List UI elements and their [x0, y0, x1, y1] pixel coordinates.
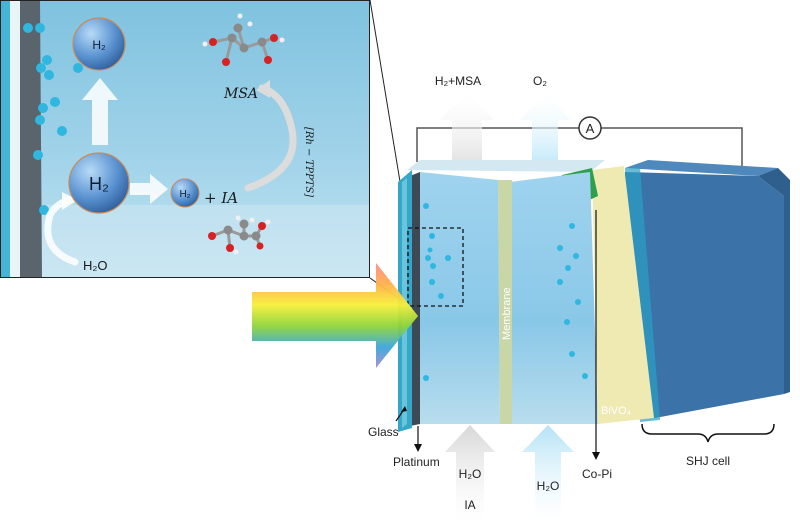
inset-lower-shade: [0, 205, 370, 278]
platinum-label: Platinum: [393, 455, 440, 469]
shj-label: SHJ cell: [686, 454, 730, 468]
platinum-leader-head: [414, 444, 422, 452]
h2-bubble-small-label: H₂: [179, 189, 190, 200]
light-arrow: [252, 263, 418, 368]
cell-top-face: [407, 160, 605, 172]
inlet-label-h2o-left: H₂O: [459, 467, 482, 481]
plus-ia-label: + IA: [204, 189, 238, 207]
electrolyte-left: [420, 172, 500, 424]
inlet-label-ia: IA: [464, 498, 475, 512]
shj-bracket: [642, 424, 774, 442]
ammeter-label: A: [586, 121, 595, 136]
outlet-arrow-h2-msa: [440, 92, 494, 160]
bivo4-label: BiVO₄: [601, 405, 632, 417]
membrane-label: Membrane: [501, 287, 513, 340]
copi-leader-head: [592, 452, 600, 460]
glass-label: Glass: [368, 425, 399, 439]
outlet-arrow-o2: [520, 92, 570, 160]
outlet-label-h2-msa: H₂+MSA: [435, 74, 481, 88]
h2-bubble-top-label: H₂: [92, 38, 106, 52]
msa-label: MSA: [223, 86, 258, 102]
inlet-label-h2o-right: H₂O: [537, 479, 560, 493]
outlet-label-o2: O₂: [533, 74, 547, 88]
inset-glass: [0, 0, 10, 278]
zoom-inset: H₂ H₂ H₂ + IA MSA [Rh − TPPTS] H₂O: [0, 0, 370, 278]
inset-glass-white: [10, 0, 20, 278]
h2-bubble-center-label: H₂: [89, 174, 109, 194]
catalyst-label: [Rh − TPPTS]: [303, 127, 314, 197]
electrolyte-right: [510, 172, 598, 424]
inlet-arrow-h2o: [522, 425, 574, 523]
water-label: H₂O: [83, 258, 108, 273]
inset-platinum: [20, 0, 42, 278]
copi-label: Co-Pi: [582, 467, 612, 481]
